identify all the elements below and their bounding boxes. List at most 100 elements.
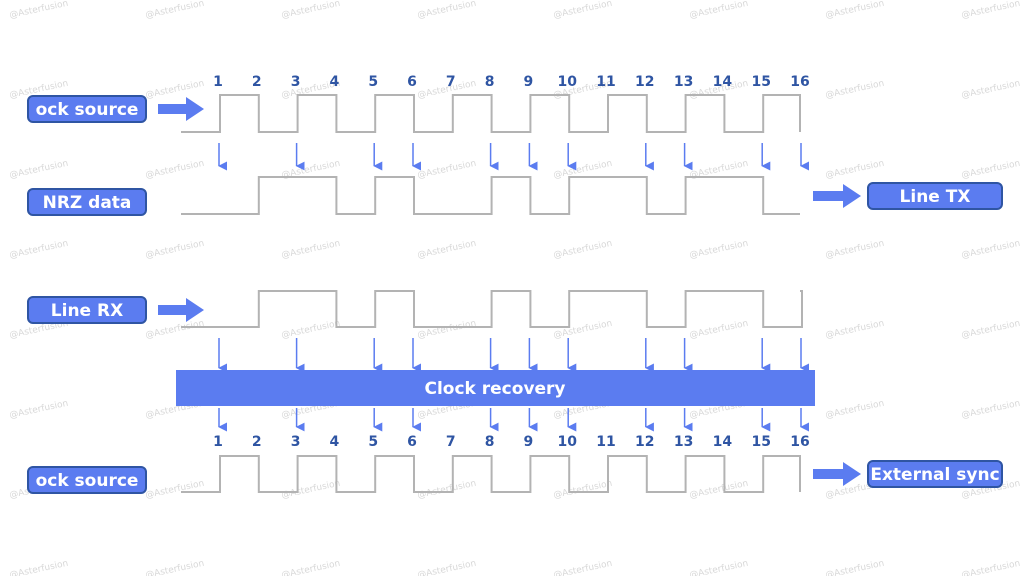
watermark-text: @Asterfusion: [961, 79, 1022, 101]
clock-source-top-label: ock source: [36, 100, 139, 120]
watermark-text: @Asterfusion: [145, 239, 206, 261]
watermark-layer: @Asterfusion @Asterfusion @Asterfusion @Ast…: [9, 0, 1022, 576]
clock-source-bottom-badge: ock source: [27, 466, 147, 494]
tick-number: 12: [635, 74, 654, 90]
sample-arrows-into-recovery: [218, 338, 810, 373]
watermark-text: @Asterfusion: [689, 319, 750, 341]
watermark-text: @Asterfusion: [145, 479, 206, 501]
external-sync-label: External sync: [870, 465, 999, 485]
clock-bottom-waveform: [181, 455, 801, 493]
tick-number: 14: [713, 74, 733, 90]
watermark-text: @Asterfusion: [145, 79, 206, 101]
watermark-text: @Asterfusion: [825, 319, 886, 341]
tick-number: 2: [252, 434, 262, 450]
watermark-text: @Asterfusion: [689, 0, 750, 21]
watermark-text: @Asterfusion: [417, 239, 478, 261]
watermark-text: @Asterfusion: [553, 559, 614, 576]
line-tx-label: Line TX: [900, 187, 971, 207]
tick-number: 3: [291, 434, 301, 450]
watermark-text: @Asterfusion: [825, 159, 886, 181]
watermark-text: @Asterfusion: [145, 159, 206, 181]
tick-number: 9: [524, 434, 534, 450]
tick-number: 16: [790, 434, 809, 450]
tick-number: 5: [368, 434, 378, 450]
tick-number: 6: [407, 74, 417, 90]
tick-number: 2: [252, 74, 262, 90]
watermark-text: @Asterfusion: [961, 319, 1022, 341]
sample-arrows-from-recovery: [218, 408, 810, 432]
tick-number: 1: [213, 74, 223, 90]
watermark-text: @Asterfusion: [281, 0, 342, 21]
watermark-text: @Asterfusion: [417, 559, 478, 576]
watermark-text: @Asterfusion: [281, 319, 342, 341]
line-rx-badge: Line RX: [27, 296, 147, 324]
tick-number: 4: [330, 434, 340, 450]
watermark-text: @Asterfusion: [825, 0, 886, 21]
nrz-data-label: NRZ data: [43, 193, 132, 213]
watermark-text: @Asterfusion: [145, 0, 206, 21]
clock-source-top-badge: ock source: [27, 95, 147, 123]
tick-number: 13: [674, 74, 693, 90]
watermark-text: @Asterfusion: [281, 479, 342, 501]
tick-number: 4: [330, 74, 340, 90]
watermark-text: @Asterfusion: [689, 239, 750, 261]
clock-recovery-label: Clock recovery: [424, 379, 565, 399]
watermark-text: @Asterfusion: [689, 479, 750, 501]
watermark-text: @Asterfusion: [281, 559, 342, 576]
tick-number: 8: [485, 74, 495, 90]
line-tx-arrow: [813, 184, 861, 208]
tick-number: 3: [291, 74, 301, 90]
watermark-text: @Asterfusion: [553, 0, 614, 21]
watermark-text: @Asterfusion: [961, 159, 1022, 181]
watermark-text: @Asterfusion: [961, 0, 1022, 21]
tick-number: 11: [596, 74, 615, 90]
watermark-text: @Asterfusion: [553, 319, 614, 341]
watermark-text: @Asterfusion: [281, 239, 342, 261]
tick-number: 8: [485, 434, 495, 450]
line-tx-badge: Line TX: [867, 182, 1003, 210]
tick-number: 6: [407, 434, 417, 450]
watermark-text: @Asterfusion: [145, 559, 206, 576]
watermark-text: @Asterfusion: [553, 479, 614, 501]
line-rx-waveform: [181, 290, 803, 328]
nrz-data-badge: NRZ data: [27, 188, 147, 216]
watermark-text: @Asterfusion: [417, 319, 478, 341]
external-sync-arrow: [813, 462, 861, 486]
tick-number: 11: [596, 434, 615, 450]
tick-number: 12: [635, 434, 654, 450]
watermark-text: @Asterfusion: [825, 559, 886, 576]
watermark-text: @Asterfusion: [417, 0, 478, 21]
watermark-text: @Asterfusion: [553, 239, 614, 261]
watermark-text: @Asterfusion: [417, 479, 478, 501]
watermark-text: @Asterfusion: [9, 0, 70, 21]
watermark-text: @Asterfusion: [9, 159, 70, 181]
watermark-text: @Asterfusion: [961, 559, 1022, 576]
sample-arrows-top: [218, 143, 810, 171]
tick-number: 9: [524, 74, 534, 90]
clock-source-bottom-label: ock source: [36, 471, 139, 491]
tick-number: 10: [557, 434, 577, 450]
watermark-text: @Asterfusion: [417, 159, 478, 181]
watermark-text: @Asterfusion: [9, 559, 70, 576]
tick-number: 13: [674, 434, 693, 450]
watermark-text: @Asterfusion: [9, 399, 70, 421]
watermark-text: @Asterfusion: [9, 239, 70, 261]
nrz-data-waveform: [181, 176, 800, 215]
tick-number: 14: [713, 434, 733, 450]
clock-recovery-bar: Clock recovery: [176, 370, 815, 406]
tick-number: 7: [446, 74, 456, 90]
watermark-text: @Asterfusion: [145, 319, 206, 341]
watermark-text: @Asterfusion: [961, 239, 1022, 261]
tick-number: 15: [751, 434, 770, 450]
tick-number: 10: [557, 74, 577, 90]
tick-number: 5: [368, 74, 378, 90]
clock-source-top-arrow: [158, 97, 204, 121]
watermark-text: @Asterfusion: [825, 239, 886, 261]
tick-number: 7: [446, 434, 456, 450]
watermark-text: @Asterfusion: [961, 399, 1022, 421]
clock-top-waveform: [181, 94, 801, 133]
